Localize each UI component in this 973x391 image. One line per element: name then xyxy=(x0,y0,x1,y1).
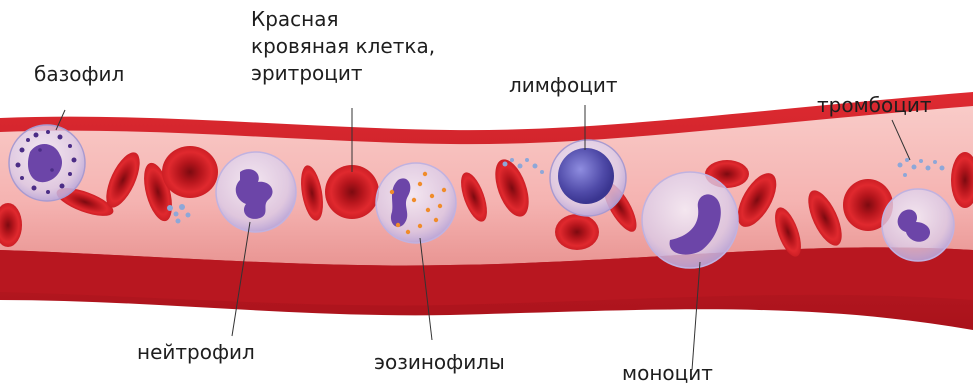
basophil-cell xyxy=(9,125,85,201)
monocyte-label-text: моноцит xyxy=(622,361,713,385)
thrombocyte-label-text: тромбоцит xyxy=(817,93,932,117)
right-white-cell xyxy=(882,189,954,261)
thrombocyte-label: тромбоцит xyxy=(817,92,932,119)
neutrophil-cell xyxy=(216,152,296,232)
neutrophil-label-text: нейтрофил xyxy=(137,340,255,364)
erythrocyte-label-line3: эритроцит xyxy=(251,60,435,87)
eosinophils-label: эозинофилы xyxy=(374,349,505,376)
lymphocyte-label-text: лимфоцит xyxy=(509,73,617,97)
lymphocyte-label: лимфоцит xyxy=(509,72,617,99)
eosinophils-label-text: эозинофилы xyxy=(374,350,505,374)
basophil-label-text: базофил xyxy=(34,62,124,86)
basophil-label: базофил xyxy=(34,61,124,88)
monocyte-cell xyxy=(642,172,738,268)
eosinophil-cell xyxy=(376,163,456,243)
lymphocyte-cell xyxy=(550,140,626,216)
erythrocyte-label: Красная кровяная клетка, эритроцит xyxy=(251,6,435,87)
erythrocyte-label-line1: Красная xyxy=(251,6,435,33)
neutrophil-label: нейтрофил xyxy=(137,339,255,366)
erythrocyte-label-line2: кровяная клетка, xyxy=(251,33,435,60)
monocyte-label: моноцит xyxy=(622,360,713,387)
